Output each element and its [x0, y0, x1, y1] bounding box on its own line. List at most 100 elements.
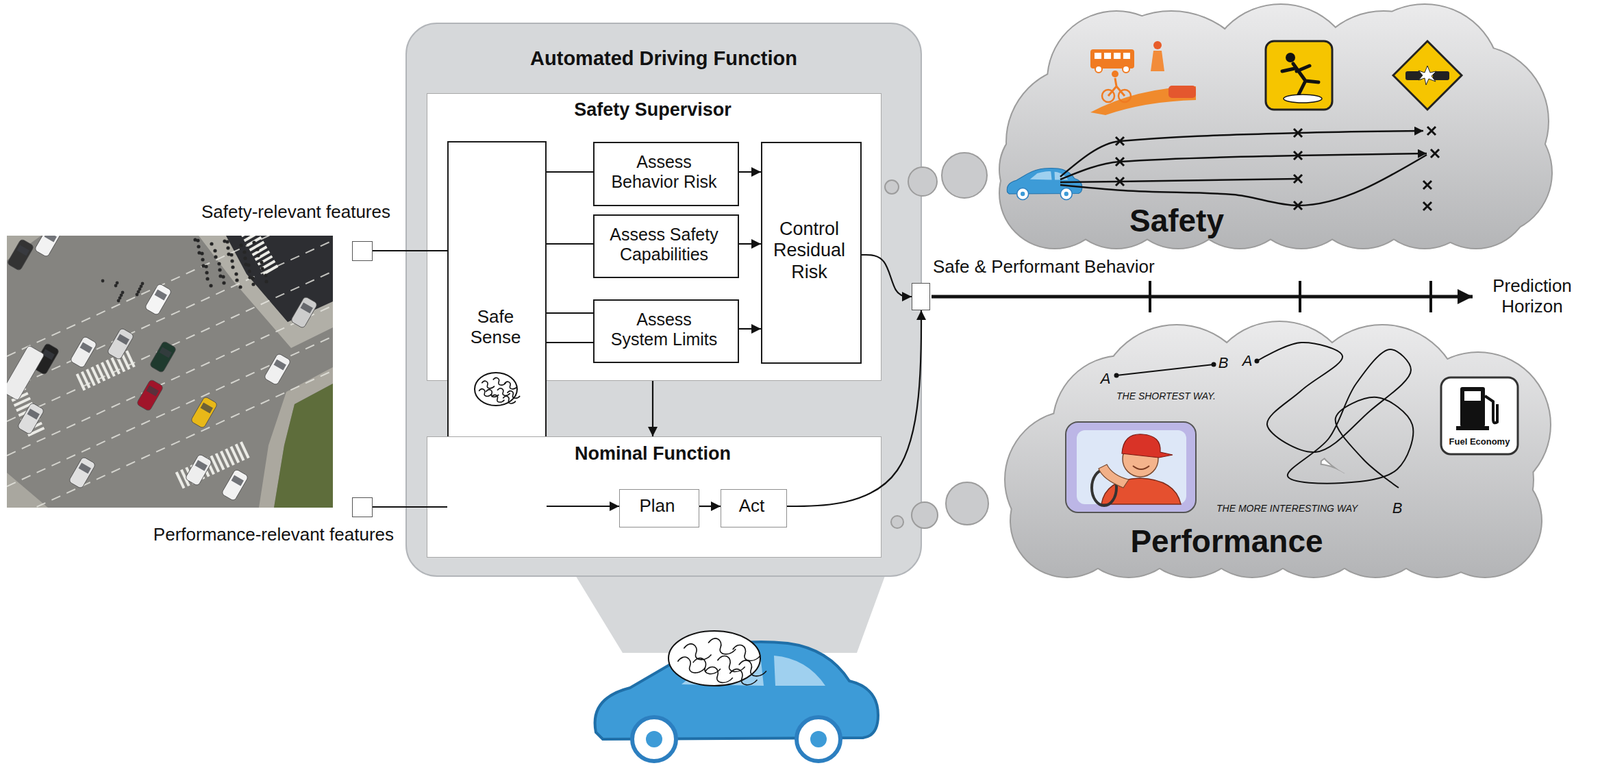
trajectory	[1060, 178, 1298, 183]
car-window	[231, 475, 244, 487]
conflict-cross	[1293, 174, 1303, 183]
car-window	[146, 385, 159, 397]
connector-arrow	[739, 328, 761, 330]
car-body	[68, 456, 96, 489]
crosswalk-stripe	[190, 464, 201, 482]
path-dot	[1211, 362, 1217, 368]
crosswalk-stripe	[210, 455, 221, 473]
happy-driver-illustration	[1065, 421, 1196, 513]
crosswalk-stripe	[100, 361, 111, 379]
node-text: Assess System Limits	[607, 309, 721, 350]
car-sketch	[595, 641, 879, 761]
brain-fold	[502, 395, 516, 404]
pedestrian	[217, 267, 222, 272]
sidewalk	[6, 472, 48, 508]
input-port: Safety-relevant features	[352, 241, 373, 261]
car-hub	[1020, 191, 1025, 196]
car-window	[80, 342, 93, 354]
brain-fold	[708, 638, 736, 655]
label-holder: Fuel Economy	[0, 0, 274, 13]
pedestrian	[247, 275, 252, 279]
brain-fold	[493, 377, 507, 385]
thought-bubble	[945, 482, 989, 525]
car-body	[290, 295, 318, 329]
lane-marking	[6, 370, 333, 508]
brain-fold	[497, 388, 511, 396]
sidewalk	[258, 367, 333, 508]
node-text: Act	[739, 495, 766, 517]
pedestrian	[209, 241, 214, 246]
pump-display	[1464, 391, 1481, 401]
pedestrian	[139, 284, 144, 289]
thought-cloud: Performance	[984, 321, 1552, 580]
connector-arrow	[546, 171, 594, 173]
car-body	[184, 453, 213, 486]
asphalt	[6, 235, 333, 508]
pedestrian	[200, 257, 205, 261]
car-hub	[645, 730, 663, 748]
car-window	[78, 463, 92, 474]
pedestrian	[136, 290, 141, 294]
car-body	[69, 335, 98, 368]
crosswalk-stripe	[252, 245, 268, 257]
brain-outline	[474, 372, 518, 406]
lane-marking	[6, 305, 333, 456]
cloud-outline	[1000, 4, 1552, 248]
driver-smile	[1132, 465, 1150, 470]
thought-bubble	[911, 502, 938, 529]
conflict-cross	[1293, 201, 1303, 210]
crosswalk-stripe	[204, 457, 216, 475]
crosswalk-stripe	[257, 254, 274, 266]
car-topview	[136, 378, 164, 411]
crosswalk-stripe	[125, 350, 136, 368]
car-topview	[32, 342, 60, 375]
driver-arm	[1098, 464, 1129, 488]
car-topview	[106, 327, 135, 360]
crosswalk-stripe	[110, 356, 121, 374]
car-window	[681, 654, 764, 686]
car-window	[154, 289, 168, 301]
bus	[1090, 49, 1135, 69]
connector-arrow	[861, 254, 912, 297]
conflict-cross	[1115, 157, 1124, 166]
pedestrian	[205, 276, 209, 281]
lane-marking	[6, 336, 333, 487]
path-dot	[1254, 358, 1260, 364]
brain-icon	[474, 372, 520, 406]
car-body	[17, 402, 45, 435]
crosswalk-stripe	[180, 469, 191, 487]
thought-cloud: Safety	[979, 4, 1552, 255]
car-body	[144, 282, 172, 316]
connector-arrow	[652, 380, 654, 437]
building	[226, 235, 333, 322]
brain-fold	[729, 669, 757, 685]
road	[1090, 86, 1196, 116]
falling-figure	[1282, 63, 1319, 95]
process-box: Assess System Limits	[593, 299, 740, 364]
icon-frame	[1441, 377, 1518, 455]
process-box: Act	[720, 489, 787, 528]
node-text: Safety Supervisor	[573, 99, 732, 121]
connector-arrow	[546, 243, 594, 245]
safety-scene	[1006, 41, 1462, 211]
cyclist-head	[1111, 70, 1119, 78]
car-topview	[221, 468, 249, 501]
connector-arrow	[372, 506, 448, 508]
pedestrian	[138, 287, 142, 292]
pedestrian	[251, 282, 255, 286]
free-label: Prediction Horizon	[1480, 276, 1584, 318]
process-box: Assess Safety Capabilities	[593, 214, 740, 279]
axis-tick	[1148, 280, 1152, 313]
label-holder: A	[0, 0, 274, 18]
crosswalk-stripe	[254, 250, 271, 261]
car-wheel	[796, 717, 841, 761]
sign-plate	[1393, 41, 1462, 110]
crosswalk	[76, 350, 136, 391]
bus-wheel	[1122, 65, 1130, 73]
car-window	[773, 655, 826, 686]
pedestrian	[222, 239, 227, 243]
car	[1168, 85, 1196, 98]
crash-car	[1432, 71, 1450, 81]
pedestrian	[201, 263, 205, 268]
